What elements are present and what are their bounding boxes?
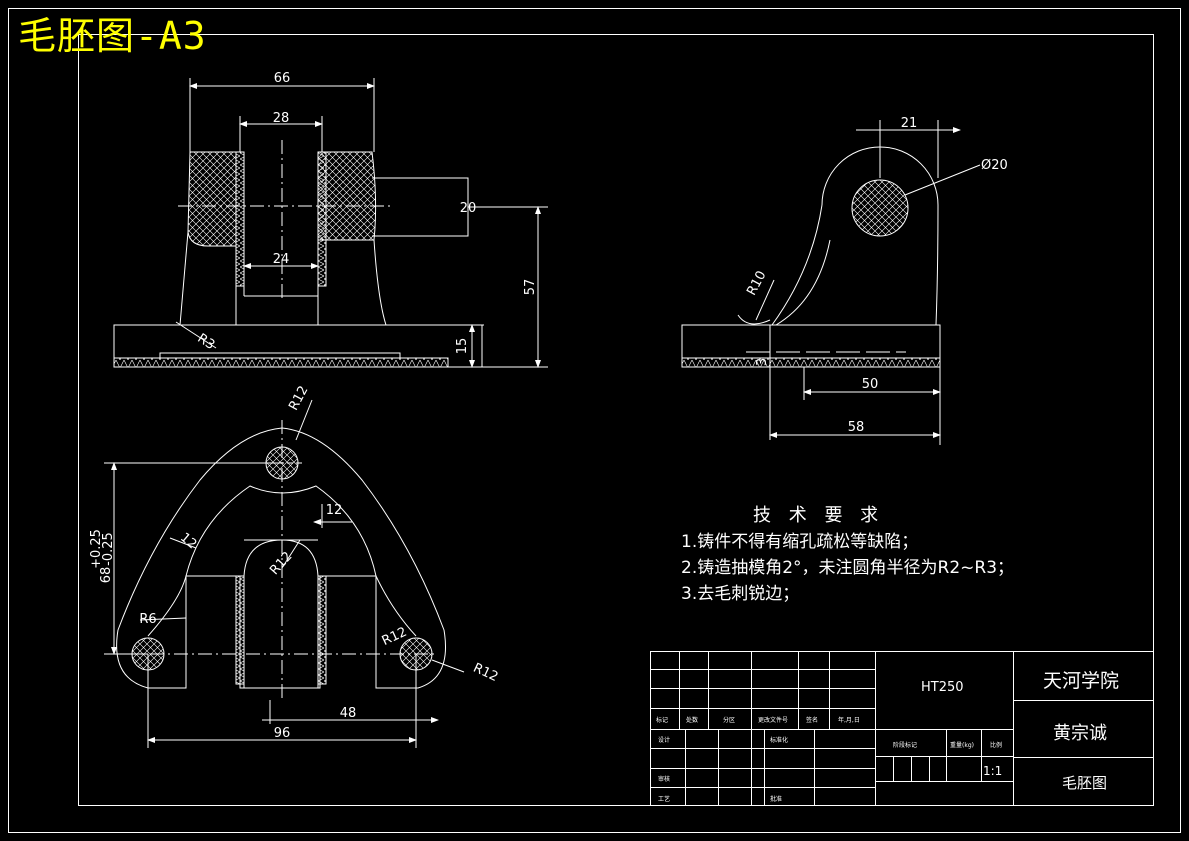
- side-view: [681, 120, 981, 445]
- dim-28: 28: [273, 111, 290, 126]
- hdr-qianming: 签名: [806, 717, 819, 724]
- scale-value: 1:1: [983, 764, 1003, 778]
- dim-12: 12: [326, 503, 343, 518]
- drawing-name: 毛胚图: [1062, 774, 1108, 792]
- lbl-biaozhunhua: 标准化: [770, 737, 789, 744]
- dim-20: 20: [460, 201, 477, 216]
- dim-3: 3: [755, 358, 770, 366]
- dim-50: 50: [862, 377, 879, 392]
- lbl-jieduan: 阶段标记: [893, 742, 918, 749]
- hdr-wenjian: 更改文件号: [758, 717, 789, 724]
- tech-heading: 技 术 要 求: [753, 505, 885, 526]
- dim-tol-lower: -0.25: [101, 532, 116, 566]
- dim-r3: R3: [195, 331, 218, 353]
- dim-r10: R10: [744, 269, 769, 299]
- dim-68: 68: [99, 567, 114, 584]
- dim-12-inner: 12: [177, 530, 199, 552]
- tech-item: 3.去毛刺锐边；: [681, 584, 800, 604]
- dim-r6: R6: [139, 612, 156, 627]
- outer-border: [8, 8, 1181, 833]
- dim-r12-outer: R12: [471, 661, 501, 685]
- front-view: [113, 78, 548, 368]
- dim-r12-top: R12: [286, 384, 311, 414]
- dim-66: 66: [274, 71, 291, 86]
- dim-96: 96: [274, 726, 291, 741]
- dim-tol-upper: +0.25: [89, 529, 104, 569]
- designer-name: 黄宗诚: [1053, 723, 1107, 744]
- sheet-title: 毛胚图-A3: [18, 14, 207, 58]
- material-label: HT250: [921, 680, 964, 695]
- lbl-zhongliang: 重量(kg): [950, 742, 974, 749]
- hdr-biaoji: 标记: [656, 717, 669, 724]
- hdr-riqi: 年,月,日: [838, 717, 860, 724]
- tech-item: 1.铸件不得有缩孔疏松等缺陷；: [681, 532, 919, 552]
- dim-phi20: Ø20: [981, 158, 1008, 173]
- lbl-gongyi: 工艺: [658, 796, 671, 803]
- lbl-shenhe: 审核: [658, 776, 671, 783]
- title-block-grid: [650, 651, 1154, 806]
- inner-frame: [78, 34, 1154, 806]
- dim-15: 15: [455, 338, 470, 355]
- tech-item: 2.铸造抽模角2°，未注圆角半径为R2~R3；: [681, 558, 1015, 578]
- dim-58: 58: [848, 420, 865, 435]
- school-name: 天河学院: [1043, 670, 1120, 692]
- dim-21: 21: [901, 116, 918, 131]
- hdr-chushu: 处数: [686, 717, 699, 724]
- lbl-bili: 比例: [990, 742, 1003, 749]
- dim-24: 24: [273, 252, 290, 267]
- dim-48: 48: [340, 706, 357, 721]
- lbl-pizhun: 批准: [770, 796, 783, 803]
- top-view: [104, 399, 465, 748]
- dim-57: 57: [523, 279, 538, 296]
- hdr-fenqu: 分区: [723, 717, 736, 724]
- lbl-sheji: 设计: [658, 737, 671, 744]
